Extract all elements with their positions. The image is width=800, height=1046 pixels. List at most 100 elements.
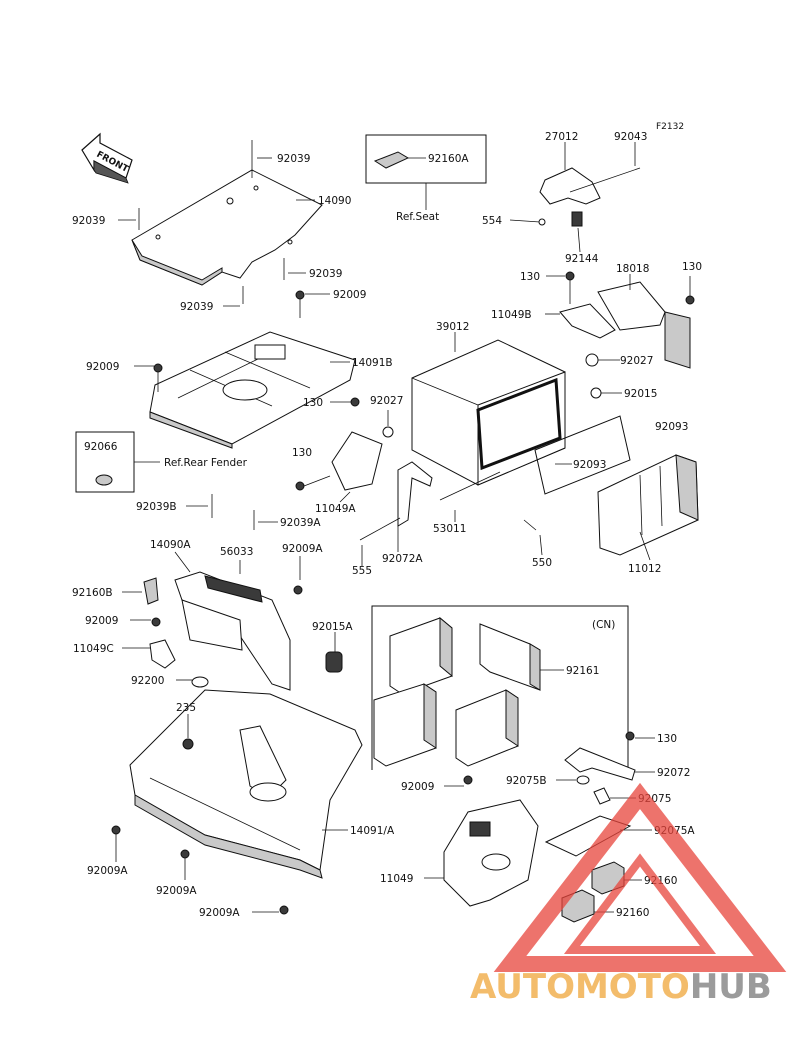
label-92066: 92066 [84,441,118,453]
strap-92072 [564,747,636,781]
label-39012: 39012 [436,321,469,333]
grommet-92015 [590,387,602,399]
cn-box: (CN) 92161 [371,605,629,770]
label-92027-a: 92027 [620,355,653,367]
watermark-text-1: AUTOMOTO [470,967,690,1007]
label-11049B: 11049B [491,309,532,321]
label-555: 555 [352,565,372,577]
figure-code: F2132 [656,122,684,132]
label-92072A: 92072A [382,553,423,565]
label-92093-b: 92093 [655,421,688,433]
washer-92075B [576,775,590,785]
nut-92027 [585,353,599,367]
label-92039A: 92039A [280,517,321,529]
lid-11012 [597,454,699,556]
label-550: 550 [532,557,552,569]
bolt-92009A-c [180,849,190,859]
bracket-14090A [174,571,291,691]
washer-92200 [191,676,209,688]
bolt-92009-c [151,617,161,627]
label-18018: 18018 [616,263,649,275]
label-554: 554 [482,215,502,227]
label-92144: 92144 [565,253,599,265]
box-39012 [411,339,566,486]
label-92009-a: 92009 [333,289,366,301]
label-92160-b: 92160 [616,907,649,919]
label-11012: 11012 [628,563,661,575]
label-92075B: 92075B [506,775,547,787]
cn-label: (CN) [592,619,615,631]
label-92039-bottom: 92039 [180,301,213,313]
label-92043: 92043 [614,131,647,143]
label-56033: 56033 [220,546,253,558]
gasket-92093 [534,415,631,495]
latch-27012 [509,167,641,227]
ref-rear-fender-box: 92066 Ref.Rear Fender [75,431,248,493]
ref-seat-note: Ref.Seat [396,211,439,223]
label-92009-d: 92009 [401,781,434,793]
bolt-130-d [295,481,305,491]
label-130-b: 130 [682,261,702,273]
nut-92027-b [382,426,394,438]
label-14091B: 14091B [352,357,393,369]
label-92009A-c: 92009A [156,885,197,897]
label-92039-left: 92039 [72,215,105,227]
label-92039B: 92039B [136,501,177,513]
label-235: 235 [176,702,196,714]
label-92093-a: 92093 [573,459,606,471]
bolt-130-c [350,397,360,407]
label-92027-b: 92027 [370,395,403,407]
watermark-text-2: HUB [690,967,772,1007]
bolt-130-b [685,295,695,305]
bolt-92009A-b [111,825,121,835]
ref-seat-box: 92160A Ref.Seat [365,134,487,223]
bracket-11049A [331,431,383,491]
label-92009A-b: 92009A [87,865,128,877]
label-53011: 53011 [433,523,466,535]
label-130-a: 130 [520,271,540,283]
bolt-130-e [625,731,635,741]
watermark-logo: AUTOMOTOHUB [470,782,787,1007]
bolt-92009 [295,290,305,300]
label-27012: 27012 [545,131,578,143]
bolt-92009A-d [279,905,289,915]
label-92009-left: 92009 [86,361,119,373]
bolt-92009A [293,585,303,595]
label-92009A-a: 92009A [282,543,323,555]
svg-text:AUTOMOTOHUB: AUTOMOTOHUB [470,967,772,1007]
label-14090A: 14090A [150,539,191,551]
tray-14091A [129,689,363,879]
label-92039-right: 92039 [309,268,342,280]
front-arrow-icon: FRONT [81,132,133,184]
bolt-235 [182,738,194,750]
strap-92072A [397,461,433,527]
label-92039-top: 92039 [277,153,310,165]
bolt-130-a [565,271,575,281]
label-130-c: 130 [303,397,323,409]
label-14090: 14090 [318,195,351,207]
label-130-d: 130 [292,447,312,459]
label-92200: 92200 [131,675,164,687]
collar-92015A [325,651,343,673]
label-92009-c: 92009 [85,615,118,627]
label-11049: 11049 [380,873,413,885]
label-92015: 92015 [624,388,657,400]
label-14091A: 14091/A [350,825,395,837]
plate-14090 [131,169,323,286]
cover-18018 [597,281,666,331]
label-92009A-d: 92009A [199,907,240,919]
tray-14091B [149,331,356,449]
clip-92075 [593,787,611,805]
label-11049C: 11049C [73,643,114,655]
label-11049A: 11049A [315,503,356,515]
bolt-92009-left [153,363,163,373]
bracket-11049B [559,303,616,339]
label-92161: 92161 [566,665,599,677]
ref-rear-fender-note: Ref.Rear Fender [164,457,248,469]
bolt-92009-d [463,775,473,785]
bracket-11049 [443,799,539,907]
label-92015A: 92015A [312,621,353,633]
label-92160A: 92160A [428,153,469,165]
